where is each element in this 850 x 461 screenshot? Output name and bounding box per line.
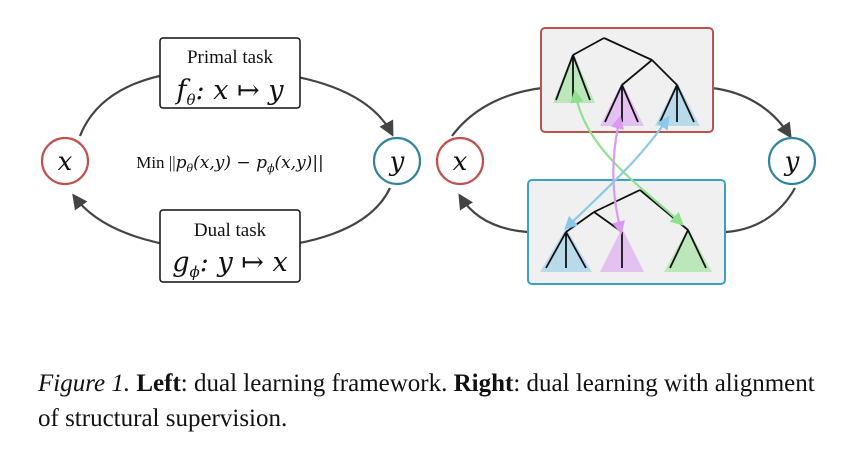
left-panel: Primal task fθ: x ↦ y Dual task gϕ: y ↦ … xyxy=(40,37,422,283)
right-panel: x y xyxy=(435,27,817,285)
left-node-x xyxy=(40,136,90,186)
left-node-x-label: x xyxy=(58,147,73,177)
right-node-x-label: x xyxy=(453,147,468,177)
caption-right-text: : dual learning with alignment of struct… xyxy=(38,370,815,432)
right-primal-arrow xyxy=(451,86,543,137)
primal-task-formula: fθ: x ↦ y xyxy=(175,75,285,109)
bottom-green-subtree xyxy=(664,228,712,272)
dual-task-label: Dual task xyxy=(194,220,267,241)
caption-right-bold: Right xyxy=(453,370,514,397)
caption-left-text: : dual learning framework. xyxy=(180,370,454,397)
dual-task-formula: gϕ: y ↦ x xyxy=(172,247,287,281)
left-node-y-label: y xyxy=(389,147,405,177)
right-dual-arrow xyxy=(725,187,796,234)
caption-left-bold: Left xyxy=(136,370,181,397)
alignment-blue-arrow xyxy=(564,115,670,230)
dual-task-box xyxy=(159,209,301,283)
left-node-y xyxy=(372,136,422,186)
caption-figure-label: Figure 1. xyxy=(38,370,131,397)
primal-task-label: Primal task xyxy=(187,47,274,68)
figure-caption: Figure 1. Left: dual learning framework.… xyxy=(38,366,818,436)
objective-formula: Min ||pθ(x,y) − pϕ(x,y)|| xyxy=(136,153,324,175)
right-node-x xyxy=(435,136,485,186)
right-node-y-label: y xyxy=(784,147,800,177)
primal-task-box xyxy=(159,37,301,109)
right-node-y xyxy=(767,136,817,186)
right-dual-arrow-end xyxy=(458,193,529,234)
dual-learning-figure: Primal task fθ: x ↦ y Dual task gϕ: y ↦ … xyxy=(40,27,817,285)
right-primal-arrow-end xyxy=(711,86,792,139)
